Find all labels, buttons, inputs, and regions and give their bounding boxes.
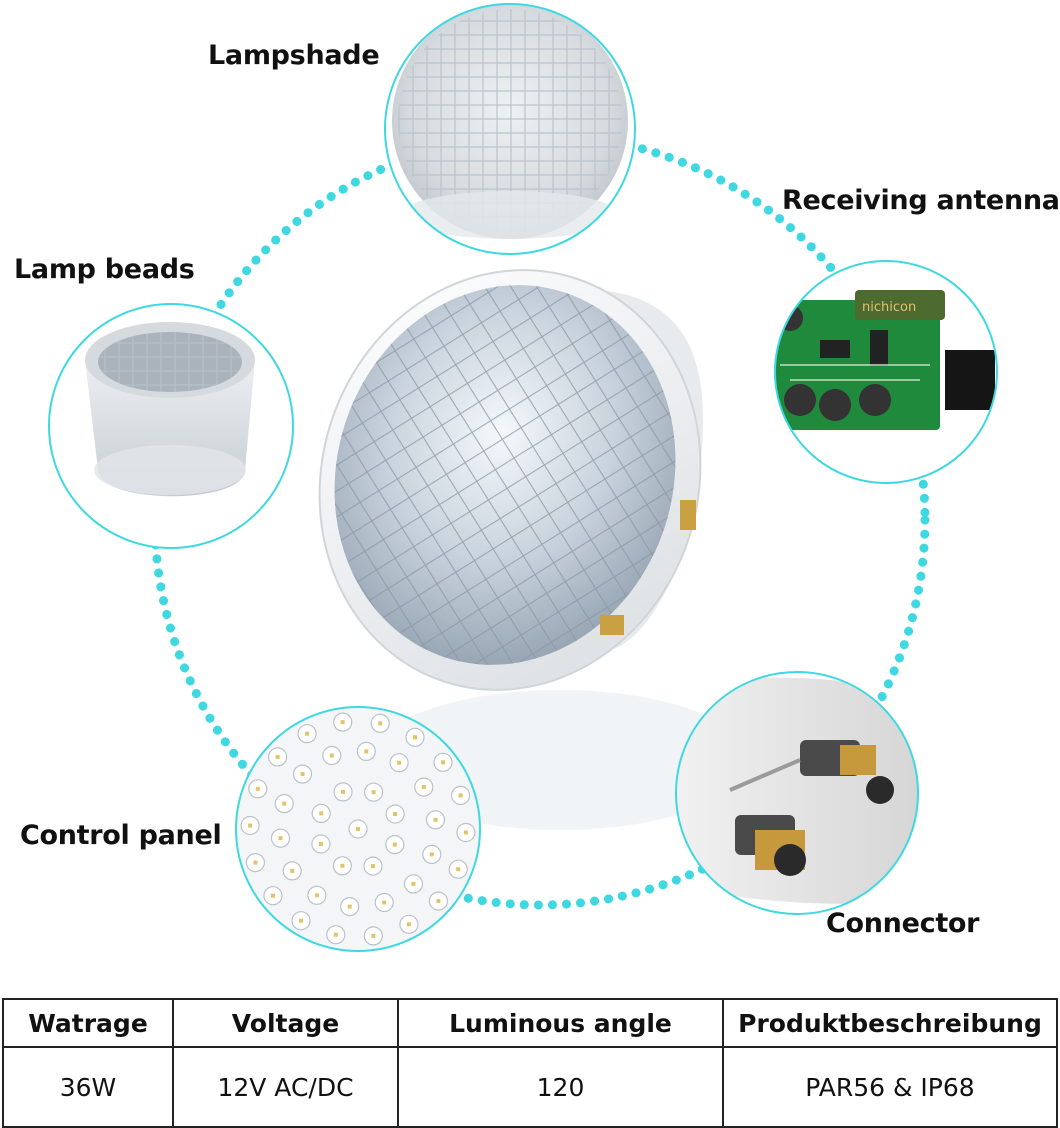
led-die (253, 860, 258, 865)
led-die (340, 720, 345, 725)
led-die (433, 817, 438, 822)
led-die (340, 863, 345, 868)
spec-header-watrage: Watrage (2, 998, 174, 1048)
control-panel-bubble (235, 706, 481, 952)
led-die (421, 785, 426, 790)
led-die (371, 790, 376, 795)
led-die (341, 789, 345, 794)
led-die (318, 842, 323, 846)
spec-header-luminous-angle: Luminous angle (397, 998, 724, 1048)
led-die (411, 881, 416, 886)
led-die (392, 842, 397, 847)
led-die (347, 904, 352, 909)
led-die (441, 760, 445, 765)
led-die (248, 823, 253, 828)
par56-lamp-image (318, 269, 704, 691)
led-die (458, 793, 463, 798)
connector-bubble (675, 671, 919, 915)
spec-header-description: Produktbeschreibung (722, 998, 1058, 1048)
led-die (397, 760, 402, 765)
led-die (371, 864, 375, 869)
led-die (371, 933, 376, 938)
led-die (413, 735, 417, 740)
led-die (456, 867, 461, 872)
led-die (278, 836, 283, 841)
led-die (290, 868, 295, 873)
led-die (271, 893, 275, 898)
spec-value-watrage: 36W (2, 1046, 174, 1128)
led-die (378, 721, 383, 726)
label-control-panel: Control panel (20, 820, 222, 851)
spec-value-description: PAR56 & IP68 (722, 1046, 1058, 1128)
led-die (329, 753, 334, 758)
spec-value-luminous-angle: 120 (397, 1046, 724, 1128)
product-diagram: nichicon (14, 3, 1060, 952)
led-die (282, 801, 287, 806)
lamp-beads-bubble (48, 303, 294, 549)
led-die (305, 731, 310, 736)
label-lamp-beads: Lamp beads (14, 254, 195, 285)
label-connector: Connector (826, 908, 980, 939)
led-board (236, 707, 480, 951)
led-die (463, 830, 468, 835)
spec-header-voltage: Voltage (172, 998, 399, 1048)
led-die (333, 932, 338, 937)
diagram-graphics: nichicon (48, 3, 998, 952)
led-die (255, 786, 260, 791)
led-die (300, 772, 305, 777)
led-die (356, 827, 360, 831)
spec-table: Watrage Voltage Luminous angle Produktbe… (2, 998, 1058, 1128)
label-receiving-antenna: Receiving antenna (782, 185, 1060, 216)
led-die (319, 811, 324, 816)
led-die (314, 893, 319, 898)
spec-value-voltage: 12V AC/DC (172, 1046, 399, 1128)
led-die (364, 749, 369, 754)
lampshade-bubble (384, 3, 636, 255)
svg-text:nichicon: nichicon (862, 300, 916, 315)
led-die (429, 852, 434, 857)
led-die (406, 922, 411, 927)
led-die (382, 900, 387, 905)
led-die (275, 754, 280, 759)
led-die (436, 899, 441, 904)
label-lampshade: Lampshade (208, 40, 380, 71)
spec-value-row: 36W 12V AC/DC 120 PAR56 & IP68 (2, 1046, 1058, 1128)
led-die (393, 812, 398, 816)
spec-header-row: Watrage Voltage Luminous angle Produktbe… (2, 998, 1058, 1048)
led-die (299, 918, 303, 923)
receiving-antenna-bubble: nichicon (774, 260, 998, 484)
